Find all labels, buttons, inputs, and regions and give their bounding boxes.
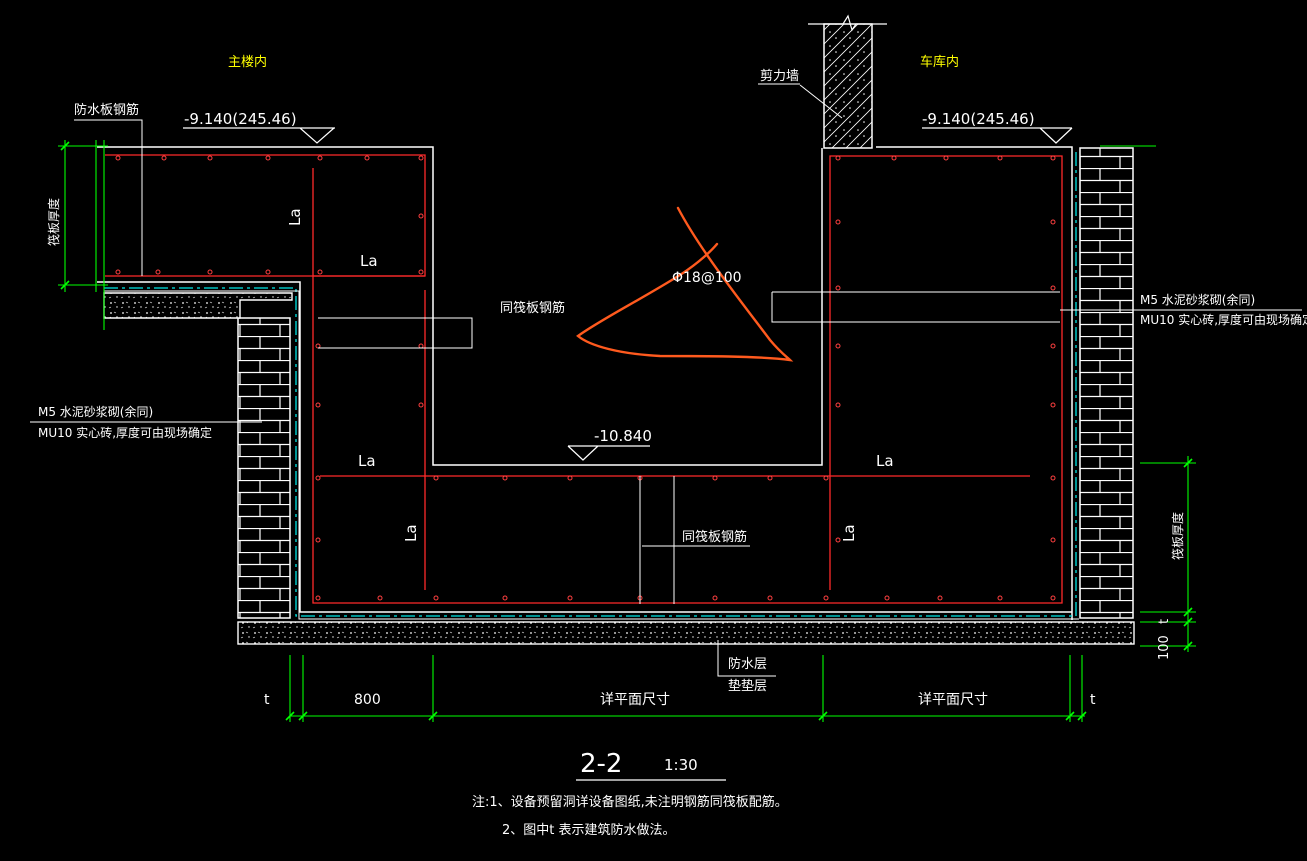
concrete-outline	[97, 146, 1073, 620]
dim-plan-2: 详平面尺寸	[918, 692, 988, 708]
section-scale: 1:30	[664, 756, 698, 774]
brick-wall-left	[237, 317, 291, 619]
break-mark-top	[808, 14, 887, 32]
label-la-2: La	[358, 452, 376, 470]
cushion-bottom	[237, 621, 1135, 645]
label-rebar-spec: Φ18@100	[672, 270, 742, 286]
label-dim-t-right: t	[1157, 619, 1172, 624]
label-la-5: La	[402, 524, 420, 542]
label-brick-left-2: MU10 实心砖,厚度可由现场确定	[38, 425, 212, 440]
label-raft-rebar-1: 同筏板钢筋	[500, 300, 565, 316]
dim-800: 800	[354, 692, 381, 708]
label-elev-bottom: -10.840	[594, 427, 652, 445]
label-waterproof-layer: 防水层	[728, 656, 767, 672]
labels: 主楼内 车库内 剪力墙 防水板钢筋 -9.140(245.46) -9.140(…	[38, 54, 1307, 694]
label-la-6: La	[840, 524, 858, 542]
label-waterproof-rebar: 防水板钢筋	[74, 102, 139, 118]
rebar-lines	[105, 154, 1063, 604]
waterproof-layer-lines	[104, 148, 1079, 620]
label-elev-left: -9.140(245.46)	[184, 110, 297, 128]
label-dim-100: 100	[1157, 635, 1172, 660]
label-thickness-left: 筏板厚度	[46, 198, 61, 246]
label-la-4: La	[286, 208, 304, 226]
notes: 注:1、设备预留洞详设备图纸,未注明钢筋同筏板配筋。 2、图中t 表示建筑防水做…	[472, 794, 788, 838]
label-brick-right-1: M5 水泥砂浆砌(余同)	[1140, 292, 1255, 307]
dimension-ticks	[60, 141, 1193, 721]
elevation-marks	[183, 127, 1073, 461]
rebar-dots	[115, 155, 1056, 601]
dimension-labels: t 800 详平面尺寸 详平面尺寸 t	[264, 692, 1096, 708]
markup-scribble	[576, 206, 794, 362]
cushion-upper-left	[103, 292, 293, 319]
label-garage: 车库内	[920, 54, 959, 70]
note-line-1: 注:1、设备预留洞详设备图纸,未注明钢筋同筏板配筋。	[472, 794, 788, 810]
label-brick-left-1: M5 水泥砂浆砌(余同)	[38, 404, 153, 419]
dim-t-left: t	[264, 692, 270, 708]
dimension-lines	[58, 140, 1196, 722]
label-thickness-right: 筏板厚度	[1170, 512, 1185, 560]
label-cushion-layer: 垫垫层	[728, 678, 767, 694]
note-line-2: 2、图中t 表示建筑防水做法。	[502, 822, 676, 838]
label-la-3: La	[876, 452, 894, 470]
label-raft-rebar-2: 同筏板钢筋	[682, 529, 747, 545]
brick-wall-right	[1079, 147, 1134, 619]
shear-wall	[823, 23, 873, 149]
leader-lines	[30, 83, 1302, 677]
label-main-building: 主楼内	[228, 54, 267, 70]
label-elev-right: -9.140(245.46)	[922, 110, 1035, 128]
section-number: 2-2	[580, 749, 622, 779]
dim-t-right: t	[1090, 692, 1096, 708]
dim-plan-1: 详平面尺寸	[600, 692, 670, 708]
label-brick-right-2: MU10 实心砖,厚度可由现场确定	[1140, 312, 1307, 327]
label-la-1: La	[360, 252, 378, 270]
section-title: 2-2 1:30	[576, 749, 726, 781]
label-shear-wall: 剪力墙	[760, 68, 799, 84]
